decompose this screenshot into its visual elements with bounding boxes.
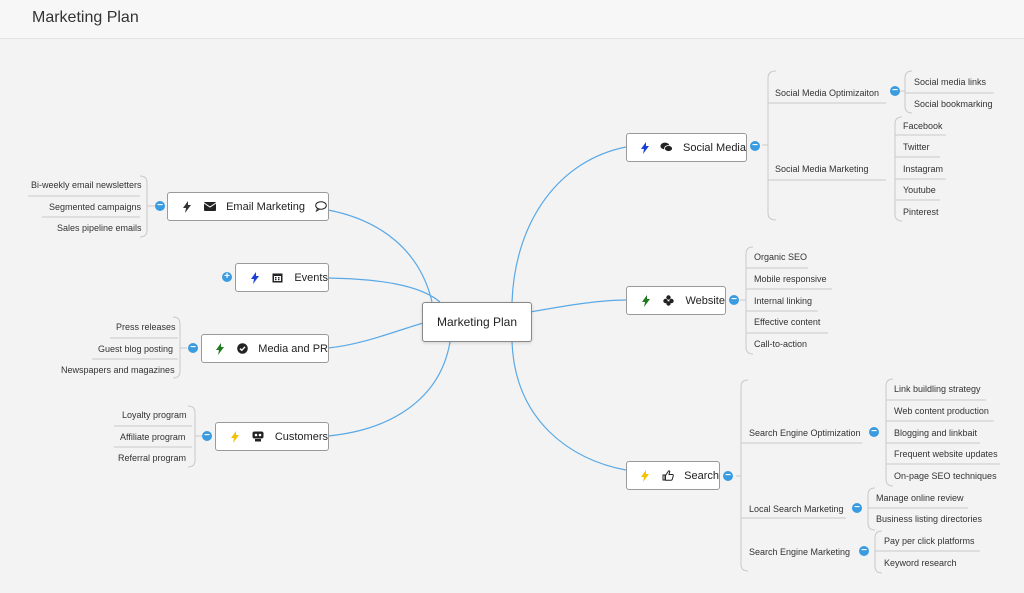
collapse-toggle[interactable]: − <box>890 86 900 96</box>
link-customers <box>327 341 451 437</box>
leaf-item[interactable]: Web content production <box>894 406 989 416</box>
leaf-item[interactable]: Keyword research <box>884 558 957 568</box>
leaf-item[interactable]: Referral program <box>118 453 187 463</box>
topic-label: Search <box>684 469 719 482</box>
topic-label: Email Marketing <box>226 200 305 213</box>
link-events <box>327 277 441 303</box>
central-topic[interactable]: Marketing Plan <box>422 302 532 342</box>
collapse-toggle[interactable]: − <box>202 431 212 441</box>
leaf-item[interactable]: Segmented campaigns <box>49 202 142 212</box>
link-media <box>327 322 424 349</box>
calendar-icon <box>271 271 284 285</box>
topic-search[interactable]: Search <box>626 461 720 490</box>
subtopic-label[interactable]: Search Engine Optimization <box>749 428 861 438</box>
leaf-item[interactable]: Frequent website updates <box>894 449 998 459</box>
header-bar: Marketing Plan <box>0 0 1024 39</box>
topic-customers[interactable]: Customers <box>215 422 329 451</box>
collapse-toggle[interactable]: − <box>729 295 739 305</box>
leaf-item[interactable]: Business listing directories <box>876 514 983 524</box>
leaf-item[interactable]: Loyalty program <box>122 410 187 420</box>
topic-events[interactable]: Events <box>235 263 329 292</box>
leaf-item[interactable]: Facebook <box>903 121 943 131</box>
leaf-item[interactable]: Guest blog posting <box>98 344 174 354</box>
subtopic-label[interactable]: Social Media Marketing <box>775 164 869 174</box>
leaf-item[interactable]: Bi-weekly email newsletters <box>31 180 142 190</box>
leaf-item[interactable]: On-page SEO techniques <box>894 471 997 481</box>
bolt-icon <box>639 469 652 483</box>
leaf-item[interactable]: Mobile responsive <box>754 274 827 284</box>
leaf-item[interactable]: Internal linking <box>754 296 813 306</box>
leaf-item[interactable]: Youtube <box>903 185 936 195</box>
leaf-item[interactable]: Effective content <box>754 317 821 327</box>
topic-label: Social Media <box>683 141 746 154</box>
page-title: Marketing Plan <box>32 9 139 26</box>
leaf-item[interactable]: Sales pipeline emails <box>57 223 142 233</box>
bolt-icon <box>639 141 650 155</box>
collapse-toggle[interactable]: − <box>750 141 760 151</box>
bolt-icon <box>248 271 261 285</box>
collapse-toggle[interactable]: − <box>155 201 165 211</box>
bolt-icon <box>639 294 652 308</box>
subtopic-label[interactable]: Search Engine Marketing <box>749 547 851 557</box>
topic-label: Customers <box>274 430 328 443</box>
subtopic-label[interactable]: Social Media Optimizaiton <box>775 88 880 98</box>
collapse-toggle[interactable]: − <box>852 503 862 513</box>
topic-website[interactable]: Website <box>626 286 726 315</box>
chat-icon <box>660 141 673 155</box>
topic-media-and-pr[interactable]: Media and PR <box>201 334 329 363</box>
leaf-item[interactable]: Affiliate program <box>120 432 186 442</box>
topic-label: Website <box>685 294 725 307</box>
leaf-item[interactable]: Organic SEO <box>754 252 808 262</box>
leaf-item[interactable]: Blogging and linkbait <box>894 428 978 438</box>
link-email <box>327 209 433 303</box>
leaf-item[interactable]: Social media links <box>914 77 987 87</box>
leaf-item[interactable]: Link buildling strategy <box>894 384 981 394</box>
bolt-icon <box>228 430 241 444</box>
link-search <box>511 341 627 471</box>
link-social <box>511 146 627 303</box>
leaf-item[interactable]: Manage online review <box>876 493 964 503</box>
collapse-toggle[interactable]: − <box>188 343 198 353</box>
bolt-icon <box>180 200 193 214</box>
envelope-icon <box>203 200 216 214</box>
check-circle-icon <box>236 342 248 356</box>
bolt-icon <box>214 342 226 356</box>
leaf-item[interactable]: Instagram <box>903 164 944 174</box>
topic-label: Media and PR <box>258 342 328 355</box>
leaf-item[interactable]: Newspapers and magazines <box>61 365 175 375</box>
link-website <box>529 299 627 313</box>
topic-social-media[interactable]: Social Media <box>626 133 747 162</box>
leaf-item[interactable]: Call-to-action <box>754 339 808 349</box>
leaf-item[interactable]: Twitter <box>903 142 930 152</box>
topic-label: Events <box>294 271 328 284</box>
speech-bubble-icon <box>315 200 328 214</box>
central-topic-label: Marketing Plan <box>436 315 518 329</box>
puzzle-icon <box>662 294 675 308</box>
subtopic-label[interactable]: Local Search Marketing <box>749 504 844 514</box>
customer-icon <box>251 430 264 444</box>
leaf-item[interactable]: Pay per click platforms <box>884 536 975 546</box>
collapse-toggle[interactable]: − <box>723 471 733 481</box>
expand-toggle[interactable]: + <box>222 272 232 282</box>
leaf-item[interactable]: Pinterest <box>903 207 939 217</box>
collapse-toggle[interactable]: − <box>869 427 879 437</box>
leaf-item[interactable]: Social bookmarking <box>914 99 993 109</box>
topic-email-marketing[interactable]: Email Marketing <box>167 192 329 221</box>
collapse-toggle[interactable]: − <box>859 546 869 556</box>
pointing-hand-icon <box>662 469 675 483</box>
leaf-item[interactable]: Press releases <box>116 322 176 332</box>
